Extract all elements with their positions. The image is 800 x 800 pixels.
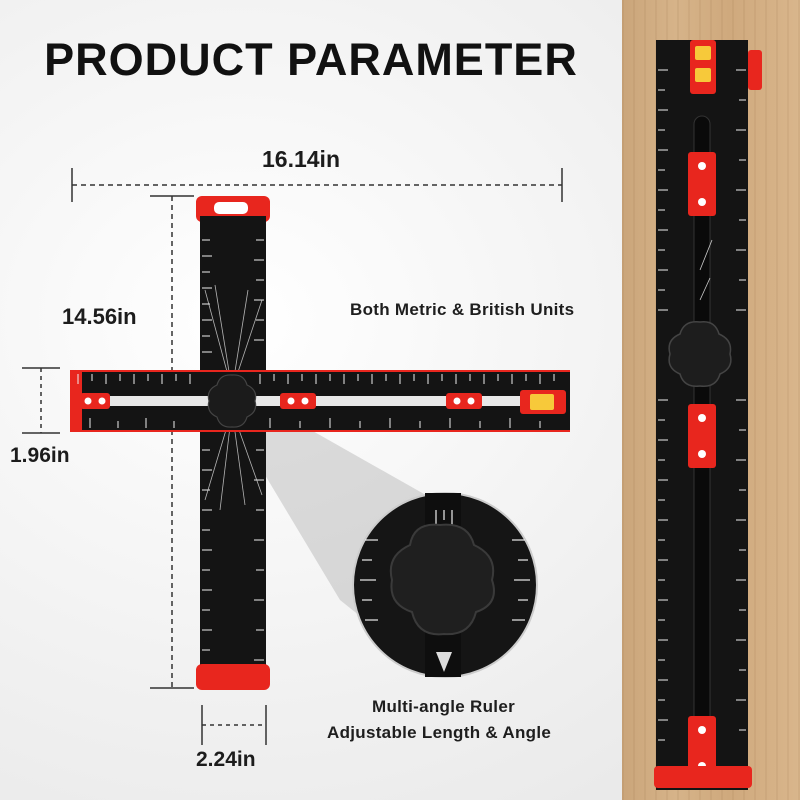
adjustment-knob [207,374,257,428]
width-dimension-label: 16.14in [262,146,340,172]
arm-width-dimension-label: 1.96in [10,444,70,467]
horizontal-ruler [70,370,570,432]
end-width-dimension-label: 2.24in [196,748,256,771]
angle-feature-line2: Adjustable Length & Angle [327,723,552,742]
angle-feature-line1: Multi-angle Ruler [372,697,515,716]
zoom-detail [352,492,538,678]
long-ruler [654,40,762,790]
page-title: PRODUCT PARAMETER [44,34,578,85]
units-feature-text: Both Metric & British Units [350,300,575,319]
vertical-ruler [196,196,270,690]
dimension-lines [22,168,563,745]
height-dimension-label: 14.56in [62,304,137,329]
